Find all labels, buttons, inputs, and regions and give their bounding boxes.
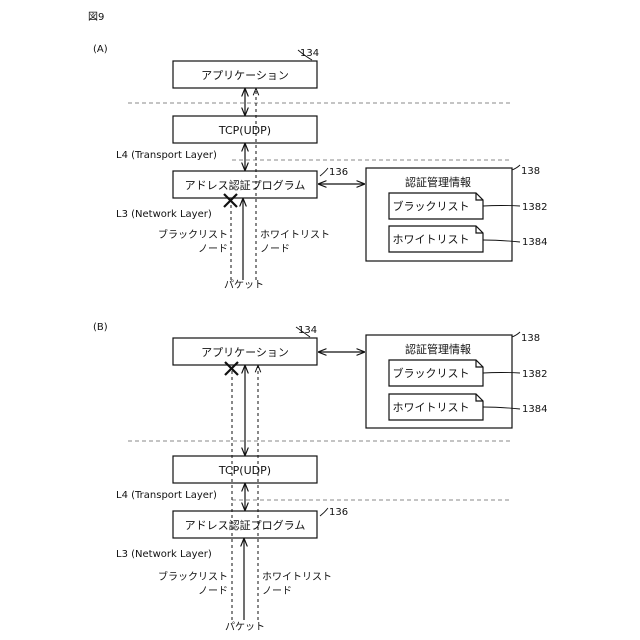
auth-management-info-label: 認証管理情報 <box>405 342 471 356</box>
whitelist-node-label: ホワイトリスト <box>260 229 330 241</box>
ref-number: 134 <box>298 325 317 336</box>
ref-leader-line <box>483 206 520 207</box>
application-label: アプリケーション <box>201 346 289 359</box>
application-label: アプリケーション <box>201 69 289 82</box>
l4-label: L4 (Transport Layer) <box>116 490 217 501</box>
l4-label: L4 (Transport Layer) <box>116 150 217 161</box>
whitelist-label: ホワイトリスト <box>393 233 470 246</box>
ref-number: 138 <box>521 333 540 344</box>
panel-label: (B) <box>93 322 108 333</box>
ref-number: 1382 <box>522 369 547 380</box>
packet-label: パケット <box>224 279 264 291</box>
panel-label: (A) <box>93 44 108 55</box>
l3-label: L3 (Network Layer) <box>116 549 212 560</box>
ref-leader-line <box>320 508 328 516</box>
tcp-label: TCP(UDP) <box>218 464 271 477</box>
ref-leader-line <box>512 332 520 337</box>
ref-number: 136 <box>329 507 348 518</box>
ref-leader-line <box>320 168 328 176</box>
whitelist-node-label: ホワイトリスト <box>262 571 332 583</box>
blacklist-label: ブラックリスト <box>393 366 470 380</box>
whitelist-node-label: ノード <box>262 586 292 597</box>
ref-leader-line <box>483 373 520 374</box>
blacklist-node-label: ブラックリスト <box>158 228 228 241</box>
address-auth-program-label: アドレス認証プログラム <box>185 518 306 532</box>
ref-number: 1384 <box>522 404 547 415</box>
figure-label: 図9 <box>88 11 104 23</box>
ref-number: 136 <box>329 167 348 178</box>
auth-management-info-label: 認証管理情報 <box>405 175 471 189</box>
l3-label: L3 (Network Layer) <box>116 209 212 220</box>
ref-number: 138 <box>521 166 540 177</box>
tcp-label: TCP(UDP) <box>218 124 271 137</box>
blacklist-node-label: ノード <box>198 586 228 597</box>
ref-number: 1382 <box>522 202 547 213</box>
packet-label: パケット <box>225 621 265 633</box>
whitelist-node-label: ノード <box>260 244 290 255</box>
panel-a: (A) アプリケーション 134 TCP(UDP) L4 (Transport … <box>93 44 547 291</box>
whitelist-label: ホワイトリスト <box>393 401 470 414</box>
blacklist-node-label: ブラックリスト <box>158 570 228 583</box>
ref-leader-line <box>512 165 520 170</box>
panel-b: (B) アプリケーション 134 認証管理情報 138 ブラックリスト 1382… <box>93 322 547 633</box>
ref-number: 1384 <box>522 237 547 248</box>
ref-number: 134 <box>300 48 319 59</box>
address-auth-program-label: アドレス認証プログラム <box>185 178 306 192</box>
blacklist-node-label: ノード <box>198 244 228 255</box>
blacklist-label: ブラックリスト <box>393 199 470 213</box>
